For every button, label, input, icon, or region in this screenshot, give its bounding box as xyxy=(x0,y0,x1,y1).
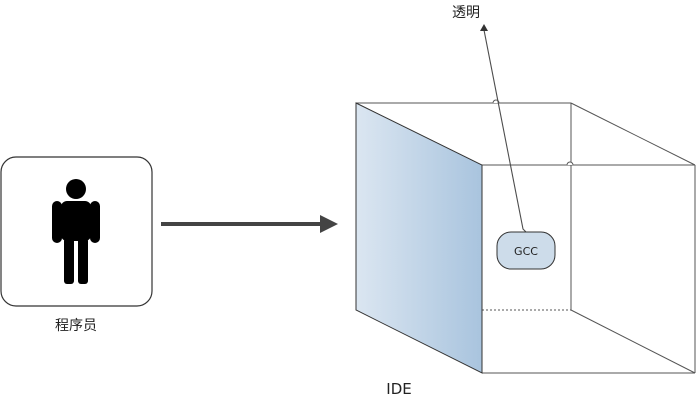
ide-front-panel xyxy=(355,102,483,374)
top-label: 透明 xyxy=(452,5,480,21)
actor-label: 程序员 xyxy=(55,318,97,334)
gcc-node xyxy=(496,231,556,270)
transparency-arrow-head xyxy=(480,24,488,31)
ide-label: IDE xyxy=(386,380,411,398)
flow-arrow-head xyxy=(320,215,338,233)
line-hop-inner xyxy=(566,161,574,166)
person-icon xyxy=(52,179,100,284)
transparency-arrow xyxy=(483,29,527,233)
gcc-label: GCC xyxy=(514,245,538,258)
